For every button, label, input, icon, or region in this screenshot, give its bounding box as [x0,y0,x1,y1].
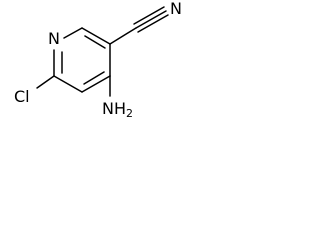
bond-cyano-triple-1 [135,10,167,29]
bond-c2-c3 [81,27,111,45]
bond-c5-c6 [53,75,83,93]
amino-subscript: 2 [126,107,133,120]
molecule-drawing: N N Cl NH2 [14,0,182,120]
bond-cyano-triple-2 [133,6,165,25]
structure-diagram: N N Cl NH2 [0,0,196,120]
bond-c3-cyano-carbon [109,27,137,45]
chlorine-label: Cl [14,87,30,106]
amino-label: NH2 [102,99,133,120]
bond-c4-c5-double [83,71,105,85]
bond-n1-c2 [63,27,83,39]
bond-c6-chlorine [36,75,55,89]
bond-c4-c5 [81,75,111,93]
bond-c2-c3-double [84,35,106,49]
bond-cyano-triple-3 [137,14,169,33]
amino-symbol: NH [102,99,126,118]
ring-nitrogen-label: N [48,29,60,48]
nitrile-nitrogen-label: N [170,0,182,18]
